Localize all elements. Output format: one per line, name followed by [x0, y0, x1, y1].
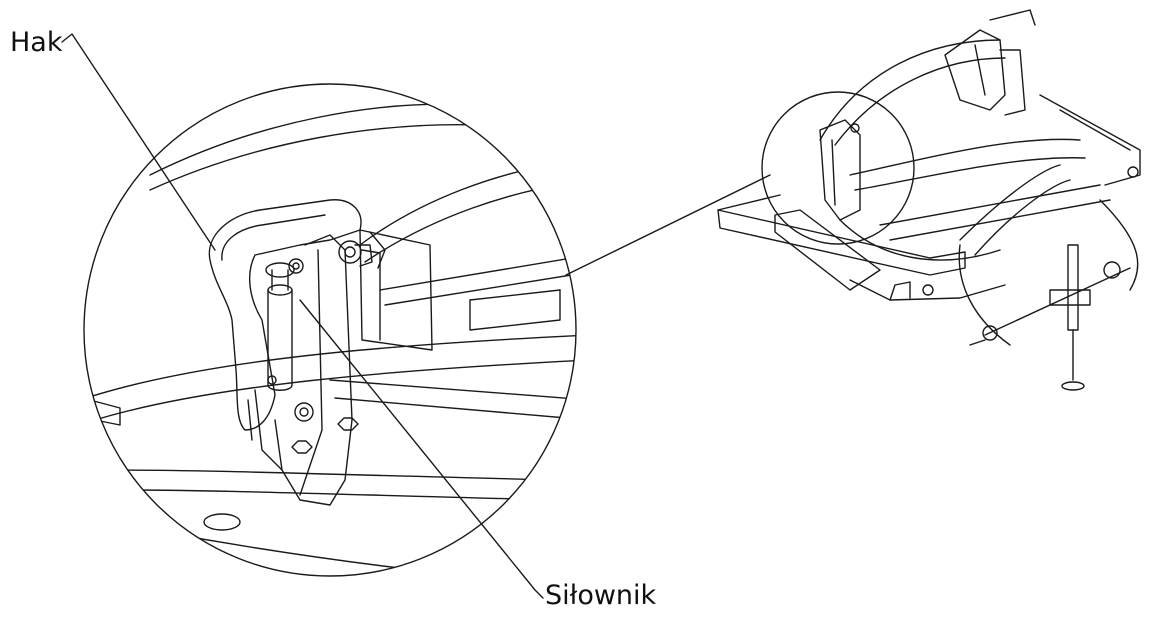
ov-arch-4 [1099, 199, 1139, 291]
detail-leader-line [565, 174, 771, 276]
lower-bracket [254, 389, 283, 471]
ov-right-frame [1039, 94, 1141, 186]
ov-hole-2 [1127, 166, 1139, 178]
cylinder-pin [288, 258, 304, 274]
lower-bracket-2 [247, 399, 253, 441]
ov-jack-foot [1061, 381, 1085, 391]
cylinder-rod [271, 269, 289, 291]
ov-arc-3 [839, 219, 1001, 261]
callout-silownik-label: Siłownik [545, 580, 657, 611]
ov-jack-tube [1067, 244, 1079, 331]
ov-hook-top [989, 9, 1036, 26]
ov-arch-2 [974, 179, 1071, 256]
clip-top [369, 231, 386, 269]
ov-hook-bolt [850, 123, 860, 133]
ov-lower-frame [849, 279, 1006, 301]
cylinder-eye [265, 262, 295, 278]
hole-oval [203, 513, 241, 531]
ov-axle-pin-right [1103, 261, 1121, 279]
frame-bar-mid-2 [384, 271, 576, 306]
hak-leader-line [61, 33, 216, 251]
ov-axle-end [969, 339, 986, 346]
bolt-top-center [344, 246, 356, 258]
frame-arc-top-inner [149, 124, 481, 191]
ov-lower-block [889, 281, 911, 301]
ov-axle [984, 267, 1131, 336]
frame-bar-upper-2 [364, 179, 576, 263]
ov-arc-1 [819, 39, 1001, 141]
cylinder-pin-center [292, 262, 300, 270]
slot-left [133, 517, 165, 537]
ov-beam-2 [879, 184, 1101, 226]
ov-hook-cylinder [831, 139, 836, 206]
second-beam-bottom [334, 397, 576, 421]
bolt-top [338, 240, 362, 264]
main-beam-bottom [94, 359, 576, 421]
ov-beam-1 [849, 138, 1081, 176]
ov-upper-mech-inner [974, 44, 986, 96]
overview-detail-circle [761, 91, 915, 245]
ov-arch-3 [958, 244, 1011, 346]
bottom-beam-bottom [109, 544, 451, 576]
hook-inner-edge [221, 214, 326, 261]
bottom-beam-top [99, 519, 461, 576]
ov-jack-clamp [1049, 289, 1091, 306]
mount-plate [359, 229, 433, 351]
pin-top [354, 244, 373, 267]
lower-plate-edge [109, 469, 121, 491]
main-beam-top [84, 334, 576, 401]
second-beam-top [329, 379, 576, 401]
ov-front-leg [774, 209, 881, 291]
nut-lower [291, 440, 313, 454]
nut-right [337, 417, 359, 431]
frame-bar-mid [379, 254, 576, 291]
callout-hak-label: Hak [10, 27, 63, 58]
cylinder-top [267, 284, 293, 296]
plate-right-top [469, 289, 561, 301]
cylinder-body [267, 289, 293, 391]
bolt-mid [294, 402, 314, 422]
silownik-leader-line [299, 299, 544, 599]
bolt-mid-center [299, 407, 309, 417]
ov-beam-1b [854, 157, 1086, 191]
ov-beam-2b [889, 199, 1111, 241]
side-link-inner [299, 249, 323, 496]
beam-end [89, 399, 121, 426]
mount-plate-edge [361, 249, 381, 341]
ov-axle-pin-left [982, 325, 998, 341]
hook-outer [208, 199, 362, 431]
ov-front-bar-end [717, 194, 781, 211]
lower-plate-top [109, 469, 561, 481]
lower-plate-bottom [119, 489, 561, 501]
small-bolt [267, 375, 277, 385]
ov-front-bar [717, 209, 966, 276]
side-link-front [274, 234, 353, 506]
frame-bar-upper [359, 159, 576, 246]
detail-circle [83, 83, 577, 577]
overview-machine [717, 9, 1141, 391]
detail-view [84, 103, 576, 576]
ov-arch-1 [959, 164, 1061, 241]
ov-upper-link [999, 49, 1026, 116]
plate-right [469, 289, 561, 331]
ov-hole-1 [922, 284, 934, 296]
ov-right-frame-inner [1059, 109, 1131, 151]
ov-upper-mech [944, 29, 1006, 111]
ov-hook-assembly [819, 119, 861, 221]
